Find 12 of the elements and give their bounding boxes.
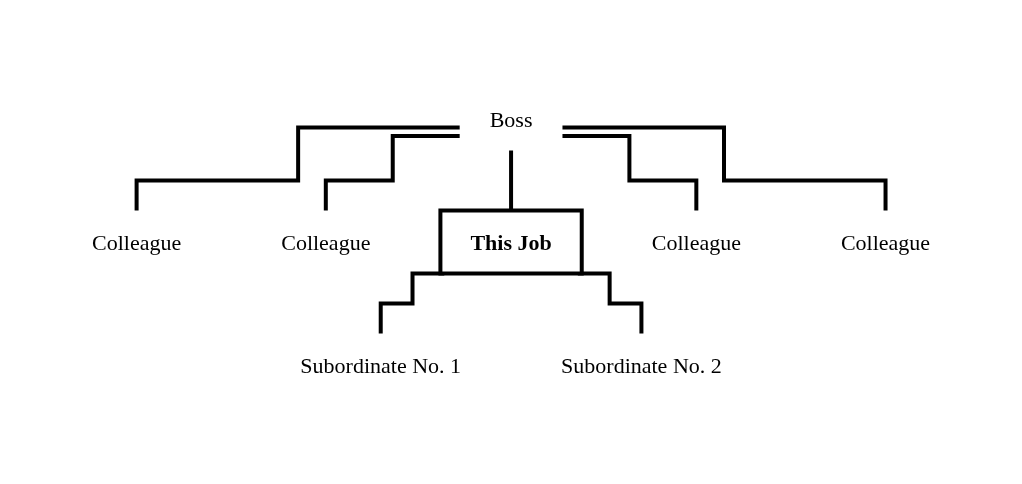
node-text: Boss (489, 106, 533, 132)
connector (562, 125, 888, 213)
node-text: Colleague (281, 229, 371, 255)
node-text: Colleague (651, 229, 741, 255)
connector (562, 134, 699, 213)
connector (134, 125, 460, 213)
node-text: Colleague (91, 229, 182, 255)
node-text: Colleague (840, 229, 931, 255)
node-text: Subordinate No. 2 (560, 352, 722, 378)
connector (323, 134, 460, 213)
node-box: This Job (438, 208, 584, 276)
node-text: Subordinate No. 1 (300, 352, 461, 378)
